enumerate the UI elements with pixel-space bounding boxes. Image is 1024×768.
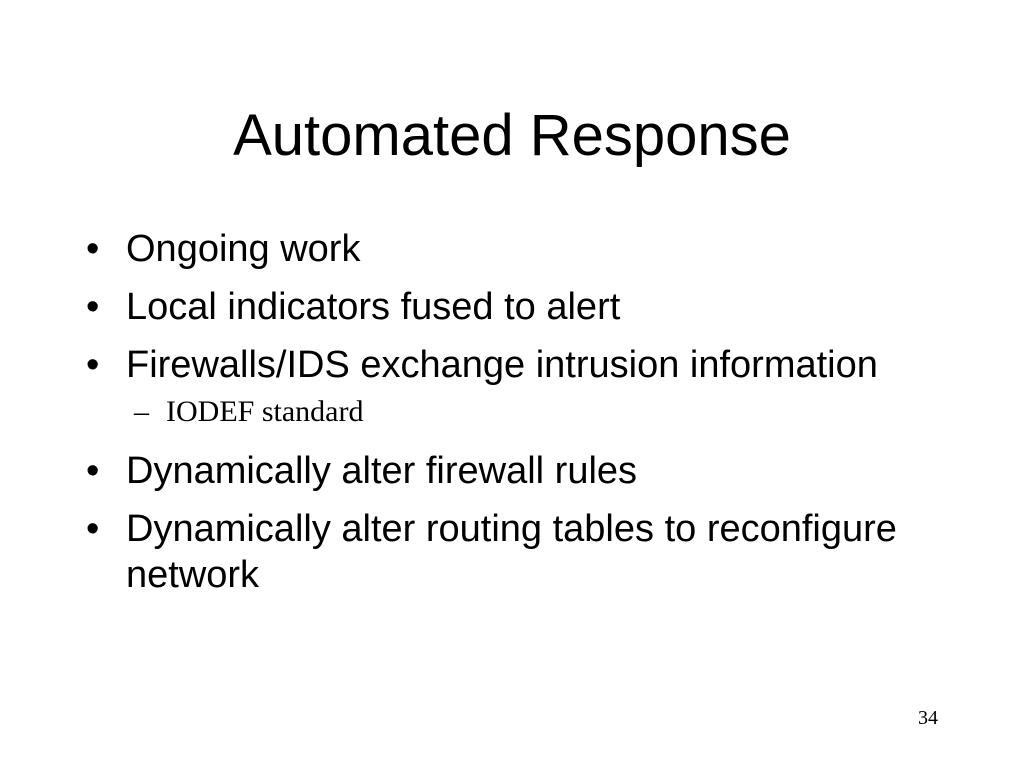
- page-number: 34: [918, 707, 938, 729]
- dash-icon: –: [134, 395, 149, 428]
- bullet-icon: •: [86, 508, 100, 550]
- bullet-item: • Dynamically alter routing tables to re…: [86, 506, 926, 598]
- bullet-text: Local indicators fused to alert: [126, 286, 621, 328]
- bullet-text: Firewalls/IDS exchange intrusion informa…: [126, 344, 878, 386]
- bullet-icon: •: [86, 450, 100, 492]
- sub-bullet-text: IODEF standard: [166, 395, 364, 428]
- bullet-item: • Dynamically alter firewall rules: [86, 448, 926, 494]
- bullet-list: • Ongoing work • Local indicators fused …: [86, 226, 926, 610]
- bullet-item: • Firewalls/IDS exchange intrusion infor…: [86, 342, 926, 388]
- bullet-item: • Local indicators fused to alert: [86, 284, 926, 330]
- slide-title: Automated Response: [233, 103, 791, 168]
- bullet-icon: •: [86, 344, 100, 386]
- bullet-icon: •: [86, 228, 100, 270]
- bullet-icon: •: [86, 286, 100, 328]
- bullet-item: • Ongoing work: [86, 226, 926, 272]
- sub-bullet-item: – IODEF standard: [86, 394, 926, 430]
- bullet-text: Dynamically alter firewall rules: [126, 450, 638, 492]
- bullet-text: Ongoing work: [126, 228, 361, 270]
- bullet-text: Dynamically alter routing tables to reco…: [126, 508, 897, 596]
